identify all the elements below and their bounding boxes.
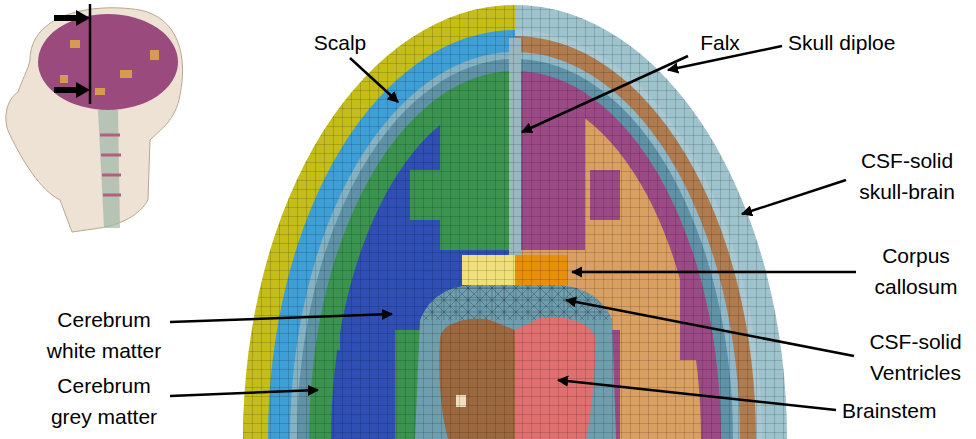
inset-vertebrae xyxy=(100,135,121,195)
leader-arrow xyxy=(572,271,856,274)
leader-arrow xyxy=(522,56,688,132)
leader-arrow xyxy=(742,180,846,214)
part-label: Scalp xyxy=(295,27,385,58)
section-line xyxy=(89,4,92,104)
inset-brain xyxy=(38,14,178,110)
mesh-grid xyxy=(240,0,790,439)
part-label: Skull diploe xyxy=(788,27,958,58)
inset-neck xyxy=(98,110,120,228)
leader-arrow xyxy=(566,300,854,356)
leader-arrow xyxy=(350,58,398,102)
section-arrow xyxy=(54,15,78,21)
leader-arrow xyxy=(558,380,836,410)
section-arrowhead xyxy=(76,10,90,26)
part-label: Cerebrum white matter xyxy=(40,304,168,366)
head-silhouette xyxy=(6,8,183,232)
section-arrowhead xyxy=(76,82,90,98)
inset-patch xyxy=(95,88,105,95)
leader-arrow xyxy=(170,314,392,322)
part-label: CSF-solid Ventricles xyxy=(858,326,973,388)
part-label: Corpus callosum xyxy=(860,240,972,302)
inset-head xyxy=(6,4,183,232)
part-label: Cerebrum grey matter xyxy=(40,370,168,432)
part-label: Brainstem xyxy=(842,395,962,426)
inset-patch xyxy=(70,40,80,48)
inset-patch xyxy=(150,50,159,60)
section-arrow xyxy=(54,87,78,93)
part-label: CSF-solid skull-brain xyxy=(843,145,971,207)
inset-patch xyxy=(60,75,68,83)
part-label: Falx xyxy=(690,27,750,58)
inset-patch xyxy=(120,70,132,78)
leader-arrow xyxy=(170,390,318,396)
